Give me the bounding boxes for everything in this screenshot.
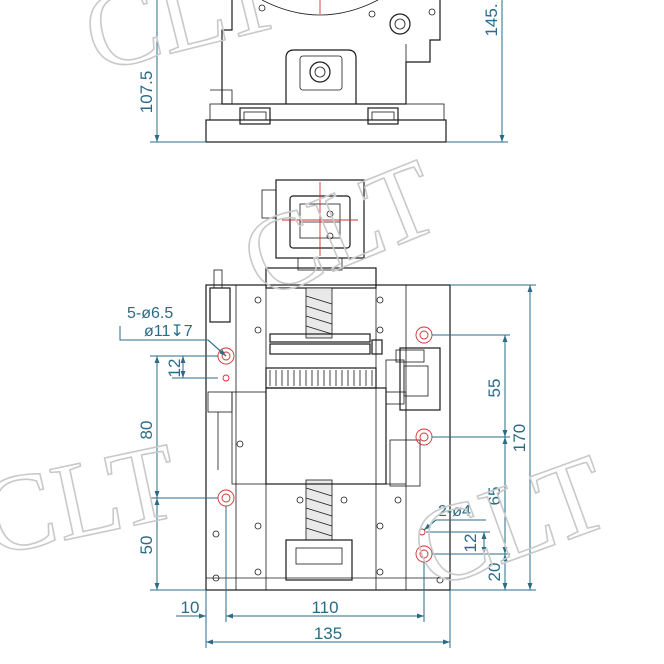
dim-107-5: 107.5 bbox=[137, 71, 156, 114]
front-view bbox=[205, 179, 451, 591]
dim-50: 50 bbox=[137, 536, 156, 555]
watermark-top: CLT bbox=[72, 0, 293, 95]
hole-callouts: 5-ø6.5 ø11↧7 2-ø4 bbox=[119, 305, 486, 531]
watermark-right: CLT bbox=[396, 430, 623, 612]
callout-2-holes: 2-ø4 bbox=[438, 503, 471, 520]
dim-20: 20 bbox=[485, 563, 504, 582]
dim-110: 110 bbox=[311, 598, 338, 617]
screw-dots bbox=[212, 296, 444, 584]
dim-12-left: 12 bbox=[165, 359, 184, 378]
dim-10: 10 bbox=[181, 598, 200, 617]
dim-145: 145. bbox=[482, 3, 501, 36]
watermark-left: CLT bbox=[0, 419, 188, 579]
dim-55: 55 bbox=[485, 379, 504, 398]
dim-135: 135 bbox=[314, 624, 342, 643]
callout-5-holes: 5-ø6.5 bbox=[127, 305, 173, 322]
dim-65: 65 bbox=[485, 487, 504, 506]
callout-counterbore: ø11↧7 bbox=[144, 323, 193, 340]
top-view-dimensions: 107.5 145. bbox=[137, 0, 508, 143]
front-view-dimensions: 80 50 12 55 65 20 170 12 10 110 135 bbox=[137, 284, 536, 648]
dim-170: 170 bbox=[510, 424, 529, 452]
top-view bbox=[205, 0, 447, 143]
dim-80: 80 bbox=[137, 421, 156, 440]
dim-12-right: 12 bbox=[461, 534, 480, 553]
watermark-center: CLT bbox=[225, 135, 454, 322]
